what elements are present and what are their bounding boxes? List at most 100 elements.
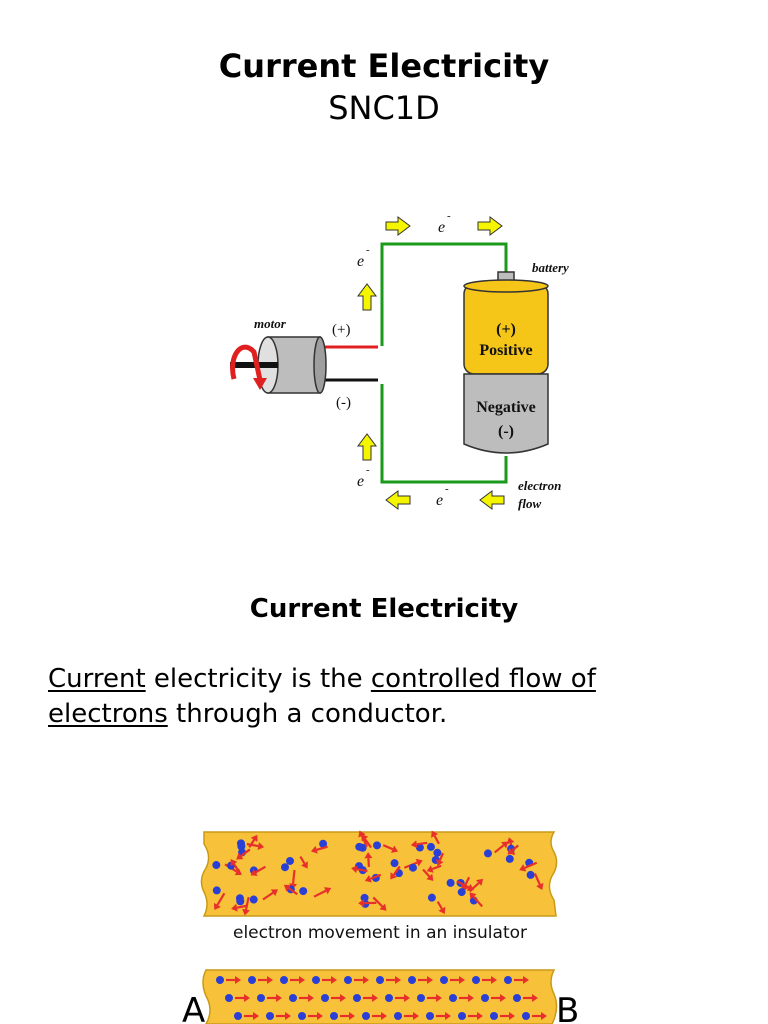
electron-dot (248, 976, 256, 984)
term-current: Current (48, 664, 146, 694)
battery (463, 271, 549, 454)
electron-dot (321, 994, 329, 1002)
electron-dot (426, 842, 435, 851)
electron-arrow-icon (436, 1012, 451, 1020)
electron-arrow-icon (364, 852, 373, 868)
battery-negative-symbol: (-) (498, 423, 514, 440)
electron-dot (330, 1012, 338, 1020)
electron-arrow-icon (468, 878, 484, 893)
electron-arrow-icon (246, 842, 265, 850)
electron-symbol: e (357, 473, 364, 490)
electron-dot (319, 839, 328, 848)
electron-dot (415, 843, 424, 852)
electron-dot (237, 842, 246, 851)
electron-dot (483, 849, 492, 858)
label-b: B (556, 991, 579, 1024)
arrow-right-icon (385, 216, 411, 236)
electron-arrow-icon (436, 852, 444, 867)
electron-arrow-icon (244, 1012, 259, 1020)
circuit-diagram: motor (+) (-) battery (+) Positive Negat… (230, 210, 569, 511)
electron-charge: - (366, 464, 370, 476)
plus-label: (+) (332, 322, 350, 338)
electron-arrow-icon (231, 903, 247, 912)
definition-part: through a conductor. (167, 699, 448, 729)
label-a: A (182, 991, 205, 1024)
electron-dot (408, 863, 417, 872)
electron-dot (362, 1012, 370, 1020)
page-title: Current Electricity (218, 47, 550, 85)
definition-part: electricity is the (145, 664, 371, 694)
electron-arrow-icon (213, 892, 226, 911)
battery-positive-label: Positive (479, 342, 532, 359)
electron-arrow-icon (469, 892, 483, 908)
electron-dot (353, 994, 361, 1002)
electron-arrow-icon (262, 889, 278, 901)
electron-dot (526, 870, 535, 879)
electron-arrow-icon (482, 976, 497, 984)
electron-arrow-icon (395, 994, 410, 1002)
conductor-electrons (216, 976, 547, 1020)
electron-dot (312, 976, 320, 984)
motor (230, 336, 327, 394)
electron-arrow-icon (404, 1012, 419, 1020)
electron-arrow-icon (514, 976, 529, 984)
electron-symbol: e (438, 219, 445, 236)
electron-arrow-icon (331, 994, 346, 1002)
electron-arrow-icon (313, 887, 332, 898)
electron-dot (216, 976, 224, 984)
electron-arrow-icon (372, 896, 387, 911)
electron-arrow-icon (491, 994, 506, 1002)
electron-charge: - (445, 483, 449, 495)
electron-arrow-icon (523, 994, 538, 1002)
electron-arrow-icon (431, 830, 440, 845)
electron-dot (427, 893, 436, 902)
electron-arrow-icon (390, 865, 401, 880)
electron-dot (225, 994, 233, 1002)
rotation-arrow-icon (230, 344, 263, 381)
electron-arrow-icon (468, 1012, 483, 1020)
electron-dot (373, 841, 382, 850)
electron-arrow-icon (436, 901, 446, 914)
electron-arrow-icon (299, 994, 314, 1002)
electron-arrow-icon (322, 976, 337, 984)
insulator-electrons (212, 830, 544, 916)
electron-dot (394, 1012, 402, 1020)
electron-arrow-icon (426, 864, 442, 873)
battery-positive-symbol: (+) (496, 321, 516, 338)
electron-flow-label-line2: flow (518, 496, 541, 511)
electron-arrow-icon (242, 896, 250, 916)
electron-dot (286, 856, 295, 865)
electron-dot (212, 886, 221, 895)
electron-dot (433, 848, 442, 857)
arrow-right-icon (477, 216, 503, 236)
term-controlled-flow: controlled flow of (370, 664, 596, 694)
electron-dot (513, 994, 521, 1002)
section-title: Current Electricity (249, 594, 519, 624)
electron-dot (390, 859, 399, 868)
electron-arrow-icon (230, 858, 240, 873)
electron-dot (440, 976, 448, 984)
electron-arrow-icon (459, 994, 474, 1002)
electron-dot (472, 976, 480, 984)
battery-label: battery (532, 260, 569, 275)
electron-dot (457, 888, 466, 897)
electron-arrow-icon (364, 873, 382, 883)
battery-negative-label: Negative (476, 399, 536, 416)
electron-arrow-icon (507, 844, 520, 855)
electron-arrow-icon (372, 1012, 387, 1020)
electron-arrow-icon (361, 834, 372, 849)
electron-arrow-icon (250, 865, 267, 876)
electron-arrow-icon (340, 1012, 355, 1020)
electron-dot (481, 994, 489, 1002)
motor-label: motor (254, 316, 287, 331)
electron-dot (344, 976, 352, 984)
electron-dot (212, 861, 221, 870)
arrow-left-icon (479, 490, 505, 510)
electron-dot (257, 994, 265, 1002)
electron-arrow-icon (386, 976, 401, 984)
electron-dot (234, 1012, 242, 1020)
arrow-up-icon (357, 283, 377, 311)
insulator-caption: electron movement in an insulator (232, 923, 527, 943)
electron-arrow-icon (358, 899, 377, 908)
electron-dot (280, 976, 288, 984)
